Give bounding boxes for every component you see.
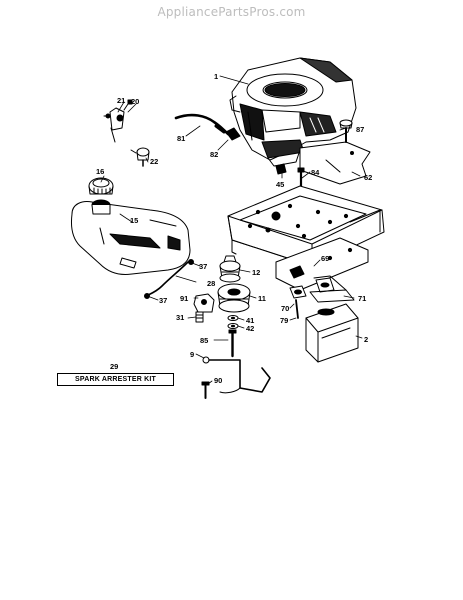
callout-69: 69 [321, 254, 329, 263]
callout-21: 21 [117, 96, 125, 105]
bolt-85-drawing [228, 329, 237, 358]
callout-45: 45 [276, 180, 284, 189]
choke-knob-drawing [130, 147, 150, 167]
callout-11: 11 [258, 294, 266, 303]
callout-9: 9 [190, 350, 194, 359]
pulley-11-drawing [217, 283, 251, 313]
callout-91: 91 [180, 294, 188, 303]
muffler-brackets-drawing [289, 265, 355, 319]
callout-28: 28 [207, 279, 215, 288]
callout-79: 79 [280, 316, 288, 325]
spark-arrester-kit-label: SPARK ARRESTER KIT [57, 373, 174, 386]
fuel-line-drawing [144, 259, 194, 299]
bracket-91-drawing [193, 293, 215, 313]
watermark: AppliancePartsPros.com [157, 5, 306, 19]
callout-37-top: 37 [199, 262, 207, 271]
callout-22: 22 [150, 157, 158, 166]
callout-20: 20 [131, 97, 139, 106]
callout-29: 29 [110, 362, 118, 371]
callout-85: 85 [200, 336, 208, 345]
callout-12: 12 [252, 268, 260, 277]
callout-81: 81 [177, 134, 185, 143]
fuel-tank-drawing [71, 199, 191, 275]
callout-87: 87 [356, 125, 364, 134]
bolt-87-drawing [339, 119, 353, 143]
callout-2: 2 [364, 335, 368, 344]
callout-labels: 1 21 20 87 81 82 84 45 62 22 16 15 12 37… [96, 72, 372, 385]
spacer-31-drawing [195, 311, 204, 323]
fuel-cap-drawing [88, 177, 114, 195]
callout-1: 1 [214, 72, 218, 81]
callout-15: 15 [130, 216, 138, 225]
engine-drawing [229, 57, 357, 167]
callout-41: 41 [246, 316, 254, 325]
pulley-12-drawing [219, 255, 241, 283]
callout-62: 62 [364, 173, 372, 182]
callout-70: 70 [281, 304, 289, 313]
engine-plate-drawing [227, 185, 385, 291]
callout-71: 71 [358, 294, 366, 303]
bracket-drawing [299, 141, 371, 185]
callout-84: 84 [311, 168, 320, 177]
callout-90: 90 [214, 376, 222, 385]
callout-31: 31 [176, 313, 184, 322]
callout-42: 42 [246, 324, 254, 333]
callout-37-bottom: 37 [159, 296, 167, 305]
throttle-control-drawing [103, 99, 133, 143]
throttle-cable-drawing [174, 113, 241, 141]
bolt-90-drawing [201, 381, 210, 399]
muffler-drawing [305, 303, 359, 363]
belt-guide-drawing [202, 356, 271, 394]
washers-drawing [227, 315, 239, 329]
callout-16: 16 [96, 167, 104, 176]
callout-82: 82 [210, 150, 218, 159]
leader-lines [100, 75, 363, 385]
